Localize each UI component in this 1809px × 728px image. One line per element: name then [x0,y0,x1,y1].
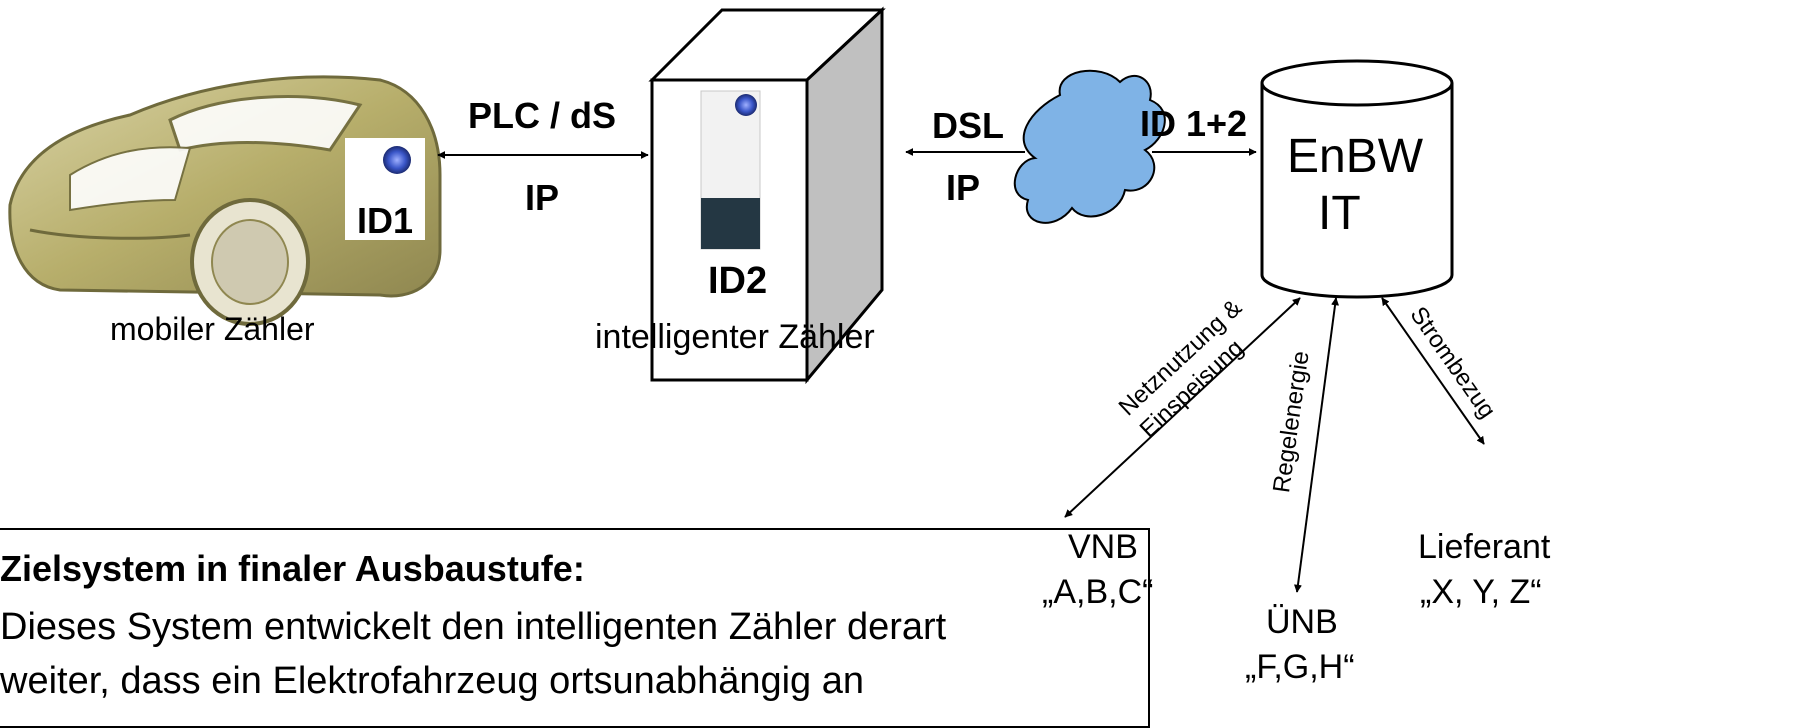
car-body-line [29,228,191,240]
smart-meter-cube [648,6,886,385]
link-car-meter-bottom-label: IP [525,177,560,218]
car-wheel-rim [211,219,289,305]
car-id-label: ID1 [357,200,414,241]
car-windshield [168,95,363,152]
party-uenb-codes: „F,G,H“ [1245,648,1355,686]
party-uenb-name: ÜNB [1266,603,1338,641]
link-supplier-arrow [1381,297,1485,445]
description-line-1: Dieses System entwickelt den intelligent… [0,606,947,648]
mobile-meter [345,138,425,240]
it-database-cylinder [1260,59,1454,299]
smart-meter-id-label: ID2 [708,260,768,302]
car-side-window [69,146,192,212]
description-line-2: weiter, dass ein Elektrofahrzeug ortsuna… [0,660,864,702]
link-vnb-arrow [1064,297,1301,518]
party-vnb-codes: „A,B,C“ [1042,573,1154,611]
smart-meter-caption: intelligenter Zähler [595,318,875,356]
link-uenb-arrow [1293,297,1340,593]
diagram-canvas: ID1 mobiler Zähler PLC / dS IP ID2 intel… [0,6,1551,728]
mobile-meter-display-icon [383,146,411,174]
link-cloud-it-label: ID 1+2 [1140,103,1248,144]
description-title: Zielsystem in finaler Ausbaustufe: [0,548,585,589]
link-meter-cloud-top-label: DSL [932,105,1004,146]
it-system-label-line2: IT [1318,187,1361,240]
link-meter-cloud-bottom-label: IP [946,167,981,208]
diagram-graphics [8,6,1485,593]
car-caption: mobiler Zähler [110,311,315,347]
party-supplier-name: Lieferant [1418,528,1551,566]
smart-meter-display-icon [735,94,757,116]
car-illustration [8,75,442,326]
smart-meter-base [701,198,760,249]
network-cloud [1013,69,1166,224]
link-car-meter-top-label: PLC / dS [468,95,617,136]
it-system-label-line1: EnBW [1287,130,1424,183]
party-vnb-name: VNB [1068,528,1138,566]
description-box: Zielsystem in finaler Ausbaustufe: Diese… [0,528,1150,728]
party-supplier-codes: „X, Y, Z“ [1420,573,1542,611]
